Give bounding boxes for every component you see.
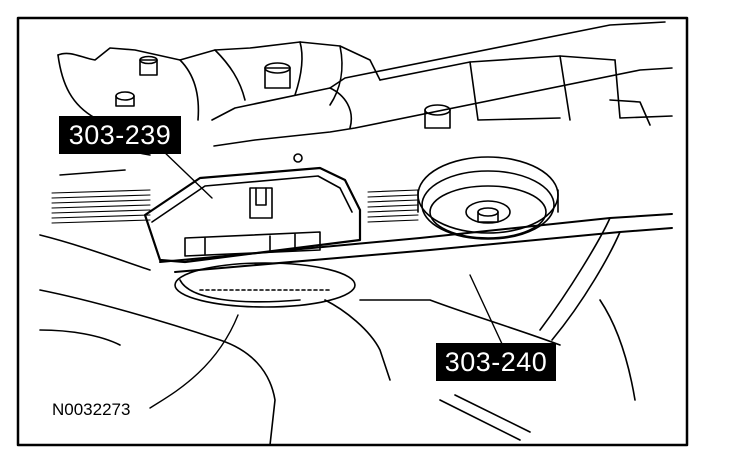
figure-reference-number: N0032273 xyxy=(52,400,131,419)
tool-arm xyxy=(159,213,673,341)
leader-reference xyxy=(149,314,239,409)
drive-belt-ribs xyxy=(51,189,419,224)
tensioner-pulley xyxy=(417,156,559,240)
figure-border xyxy=(16,16,689,447)
engine-block xyxy=(57,41,673,176)
leader-303-240 xyxy=(469,274,504,347)
lower-housing xyxy=(39,234,636,446)
leader-303-239 xyxy=(159,147,213,199)
bolts xyxy=(115,55,451,129)
callout-303-240: 303-240 xyxy=(436,343,556,381)
leader-lines xyxy=(149,147,504,409)
callout-303-239: 303-239 xyxy=(59,116,181,154)
crank-pulley xyxy=(174,262,356,308)
tensioner-bracket xyxy=(143,166,362,264)
wrench-handle xyxy=(211,21,673,163)
